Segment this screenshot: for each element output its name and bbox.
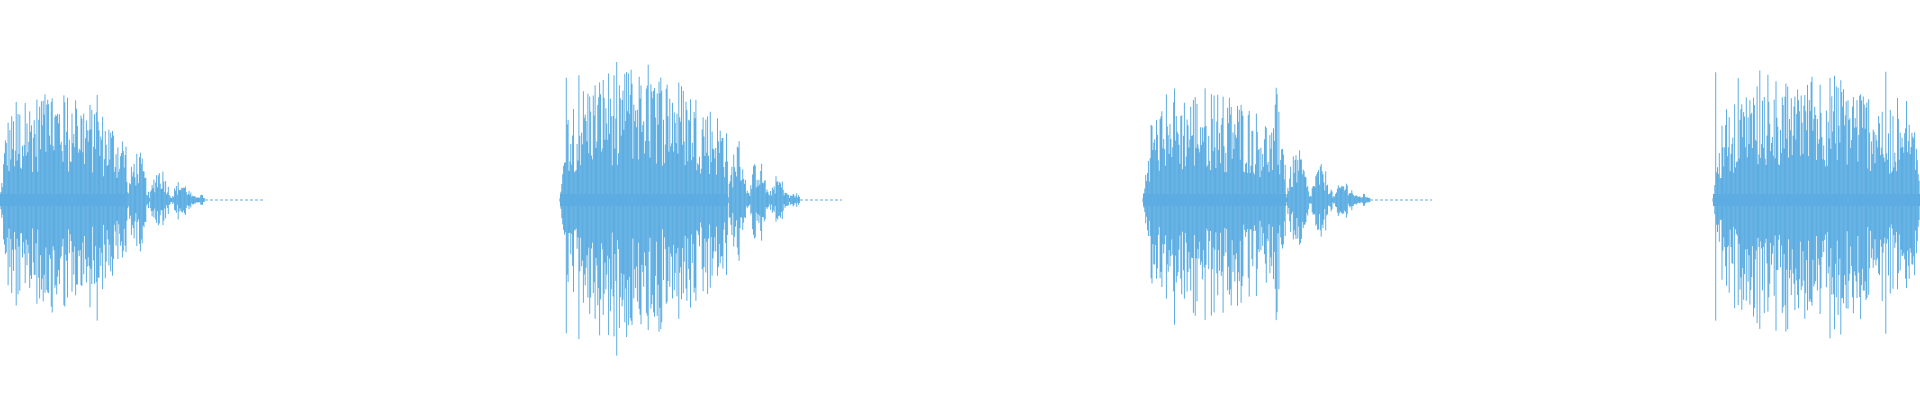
waveform-core — [1713, 194, 1920, 206]
clip-1 — [0, 94, 265, 321]
clip-2 — [559, 62, 842, 356]
clip-3 — [1142, 87, 1432, 325]
waveform-core — [0, 194, 128, 206]
clip-4 — [1712, 70, 1920, 339]
waveform-core — [1143, 194, 1287, 206]
waveform-core — [560, 194, 728, 206]
